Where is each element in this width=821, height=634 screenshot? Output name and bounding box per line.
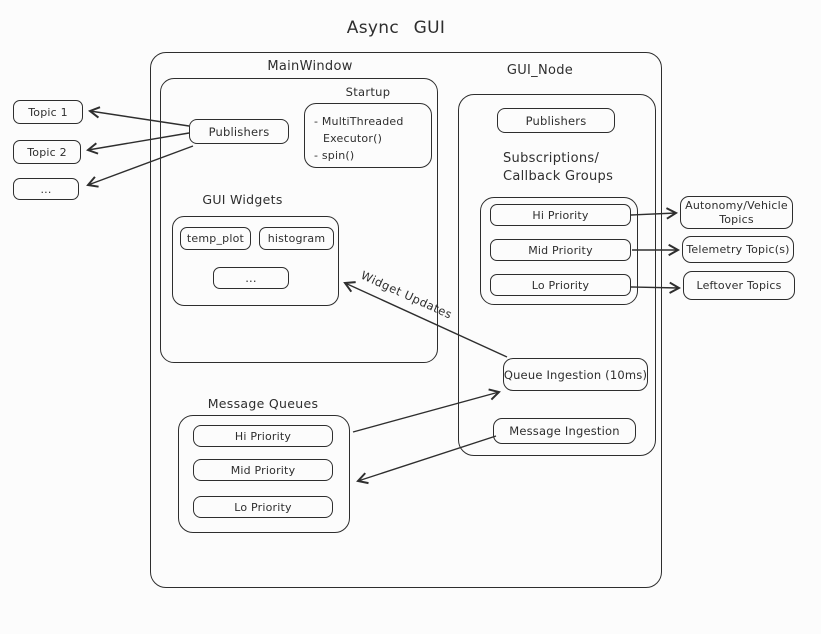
startup-box	[304, 103, 432, 168]
gui-widgets-box	[172, 216, 339, 306]
queue-mid-priority-box: Mid Priority	[193, 459, 333, 481]
widget-histogram-box: histogram	[259, 227, 334, 250]
subscriptions-group-box	[480, 197, 638, 305]
widget-ellipsis-box: ...	[213, 267, 289, 289]
autonomy-vehicle-topics-line: Autonomy/Vehicle	[685, 198, 788, 212]
widget-temp-plot-box: temp_plot	[180, 227, 251, 250]
topic-ellipsis-box: ...	[13, 178, 79, 200]
queue-ingestion-box: Queue Ingestion (10ms)	[503, 358, 648, 391]
startup-label: Startup	[345, 85, 391, 99]
outer-system-box	[150, 52, 662, 588]
message-queues-box	[178, 415, 350, 533]
mainwindow-publishers-box: Publishers	[189, 119, 289, 144]
gui-node-publishers-box: Publishers	[497, 108, 615, 133]
startup-line: Executor()	[323, 132, 383, 146]
autonomy-vehicle-topics-line: Topics	[719, 212, 754, 226]
subscription-hi-priority-box: Hi Priority	[490, 204, 631, 226]
queue-hi-priority-box: Hi Priority	[193, 425, 333, 447]
subscription-mid-priority-box: Mid Priority	[490, 239, 631, 261]
gui-node-box	[458, 94, 656, 456]
mainwindow-label: MainWindow	[267, 59, 353, 74]
startup-line: - MultiThreaded	[314, 115, 404, 128]
mainwindow-box	[160, 78, 438, 363]
gui-widgets-label: GUI Widgets	[202, 192, 283, 207]
message-queues-label: Message Queues	[207, 396, 319, 411]
gui-node-label: GUI_Node	[506, 63, 574, 78]
subscriptions-label-line: Callback Groups	[503, 168, 614, 184]
subscriptions-label-line: Subscriptions/	[503, 151, 600, 166]
startup-line: - spin()	[314, 149, 355, 163]
queue-lo-priority-box: Lo Priority	[193, 496, 333, 518]
message-ingestion-box: Message Ingestion	[493, 418, 636, 444]
autonomy-vehicle-topics-box: Autonomy/Vehicle Topics	[680, 196, 793, 229]
subscriptions-label: Subscriptions/ Callback Groups	[503, 150, 613, 185]
telemetry-topics-box: Telemetry Topic(s)	[682, 236, 794, 263]
subscription-lo-priority-box: Lo Priority	[490, 274, 631, 296]
startup-lines: - MultiThreaded Executor() - spin()	[314, 113, 404, 164]
topic-1-box: Topic 1	[13, 100, 83, 124]
topic-2-box: Topic 2	[13, 140, 81, 164]
diagram-title: Async GUI	[346, 18, 446, 38]
leftover-topics-box: Leftover Topics	[683, 271, 795, 300]
